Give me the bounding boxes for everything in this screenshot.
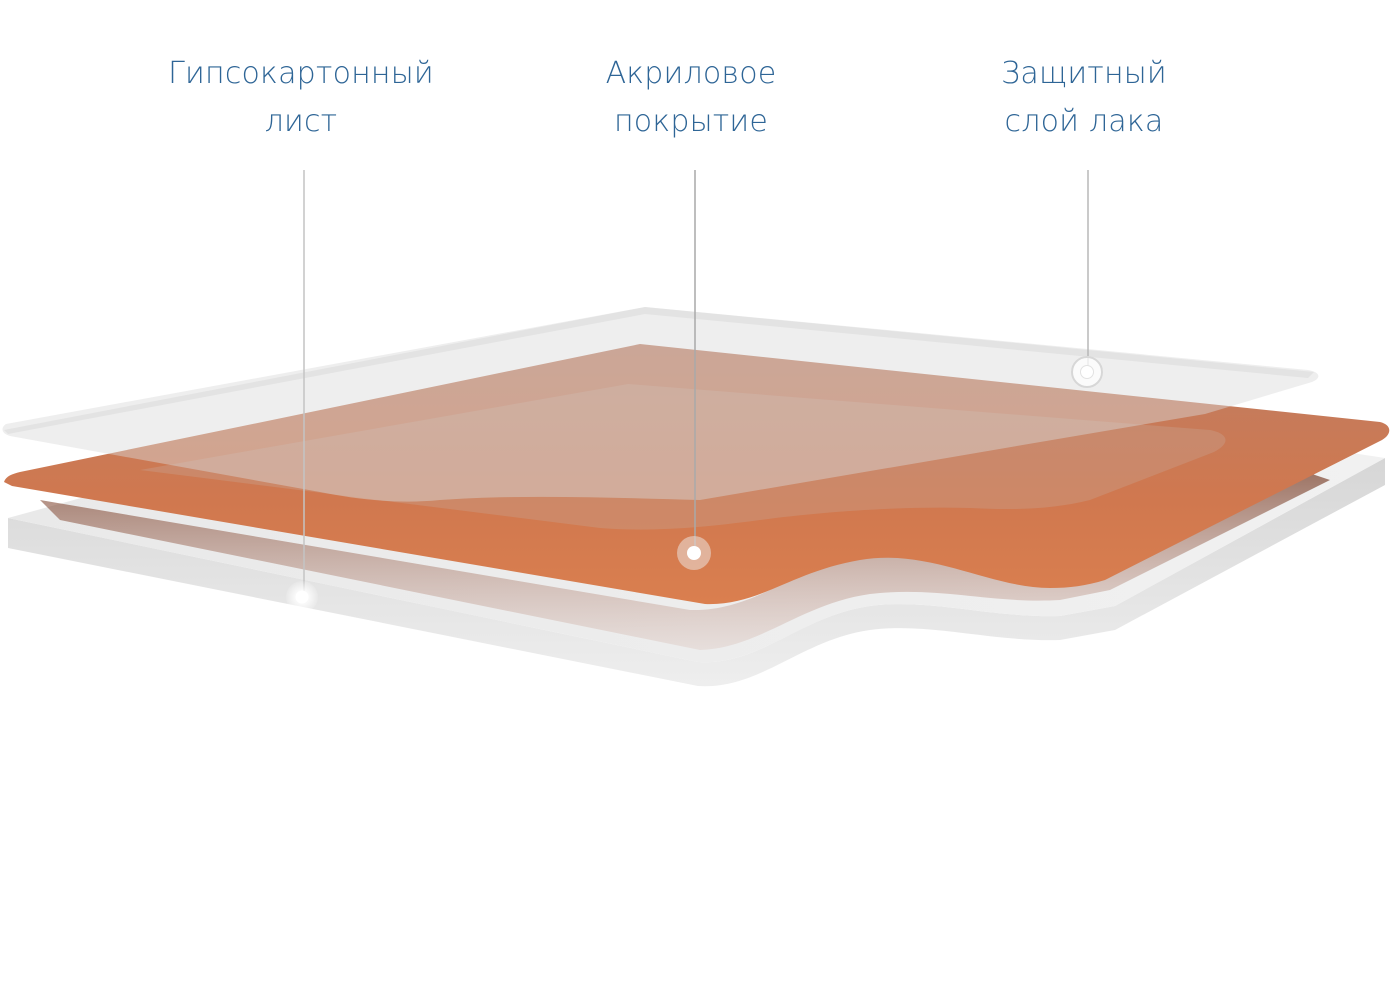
gypsum-board-edge — [8, 458, 1385, 687]
label-gypsum-line2: лист — [264, 104, 338, 139]
marker-dot-acrylic — [677, 536, 711, 570]
label-gypsum-board: Гипсокартонный лист — [141, 50, 461, 146]
label-acrylic-coating: Акриловое покрытие — [531, 50, 851, 146]
label-lacquer-layer: Защитный слой лака — [924, 50, 1244, 146]
marker-dot-lacquer — [1071, 356, 1103, 388]
lacquer-layer-sheet — [2, 307, 1319, 502]
label-acrylic-line2: покрытие — [613, 104, 769, 139]
label-lacquer-line1: Защитный — [1001, 56, 1167, 91]
label-lacquer-line2: слой лака — [1004, 104, 1164, 139]
acrylic-coating-sheet — [4, 344, 1390, 605]
marker-dot-gypsum — [286, 581, 318, 613]
label-gypsum-line1: Гипсокартонный — [168, 56, 434, 91]
label-acrylic-line1: Акриловое — [605, 56, 777, 91]
acrylic-highlight — [140, 384, 1226, 530]
